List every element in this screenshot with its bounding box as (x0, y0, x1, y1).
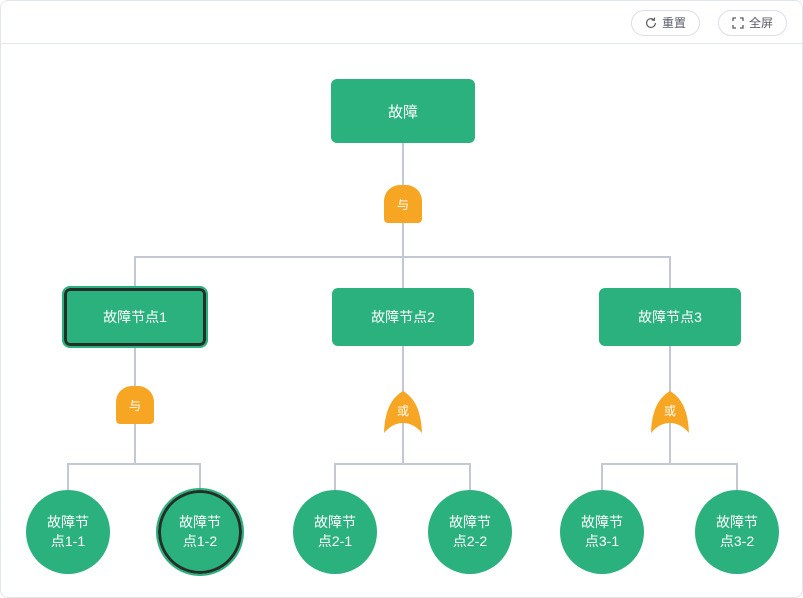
or-gate-branch-3-label: 或 (663, 403, 676, 418)
node-leaf-2-2-label: 故障节点2-2 (449, 514, 491, 549)
or-gate-branch-2[interactable]: 或 (381, 389, 425, 435)
node-leaf-3-2-label: 故障节点3-2 (716, 514, 758, 549)
node-leaf-1-1[interactable]: 故障节点1-1 (26, 490, 110, 574)
node-branch-3[interactable]: 故障节点3 (599, 288, 741, 346)
and-gate-branch-1-label: 与 (128, 398, 141, 413)
node-leaf-3-2[interactable]: 故障节点3-2 (695, 490, 779, 574)
node-leaf-1-2[interactable]: 故障节点1-2 (156, 488, 244, 576)
reset-button[interactable]: 重置 (630, 10, 700, 36)
and-gate-root[interactable]: 与 (384, 185, 422, 223)
node-root[interactable]: 故障 (331, 79, 475, 143)
refresh-icon (645, 17, 657, 29)
and-gate-branch-1[interactable]: 与 (116, 386, 154, 424)
and-gate-root-label: 与 (396, 197, 409, 212)
or-gate-branch-2-label: 或 (396, 403, 409, 418)
fullscreen-button[interactable]: 全屏 (717, 10, 787, 36)
or-gate-branch-3[interactable]: 或 (648, 389, 692, 435)
node-branch-2[interactable]: 故障节点2 (332, 288, 474, 346)
node-root-label: 故障 (387, 103, 418, 121)
node-leaf-1-2-label: 故障节点1-2 (179, 514, 221, 549)
node-leaf-2-1[interactable]: 故障节点2-1 (293, 490, 377, 574)
node-leaf-1-1-label: 故障节点1-1 (47, 514, 89, 549)
or-gate-shape (651, 391, 689, 433)
fullscreen-icon (732, 17, 744, 29)
or-gate-shape (384, 391, 422, 433)
node-leaf-2-1-label: 故障节点2-1 (314, 514, 356, 549)
node-leaf-2-2[interactable]: 故障节点2-2 (428, 490, 512, 574)
node-branch-1-label: 故障节点1 (103, 309, 167, 325)
toolbar: 重置 全屏 (1, 1, 802, 44)
fullscreen-button-label: 全屏 (748, 16, 773, 30)
node-branch-1[interactable]: 故障节点1 (62, 286, 208, 348)
node-branch-2-label: 故障节点2 (371, 309, 435, 325)
reset-button-label: 重置 (661, 16, 686, 30)
node-leaf-3-1-label: 故障节点3-1 (581, 514, 623, 549)
node-branch-3-label: 故障节点3 (638, 309, 702, 325)
node-leaf-3-1[interactable]: 故障节点3-1 (560, 490, 644, 574)
